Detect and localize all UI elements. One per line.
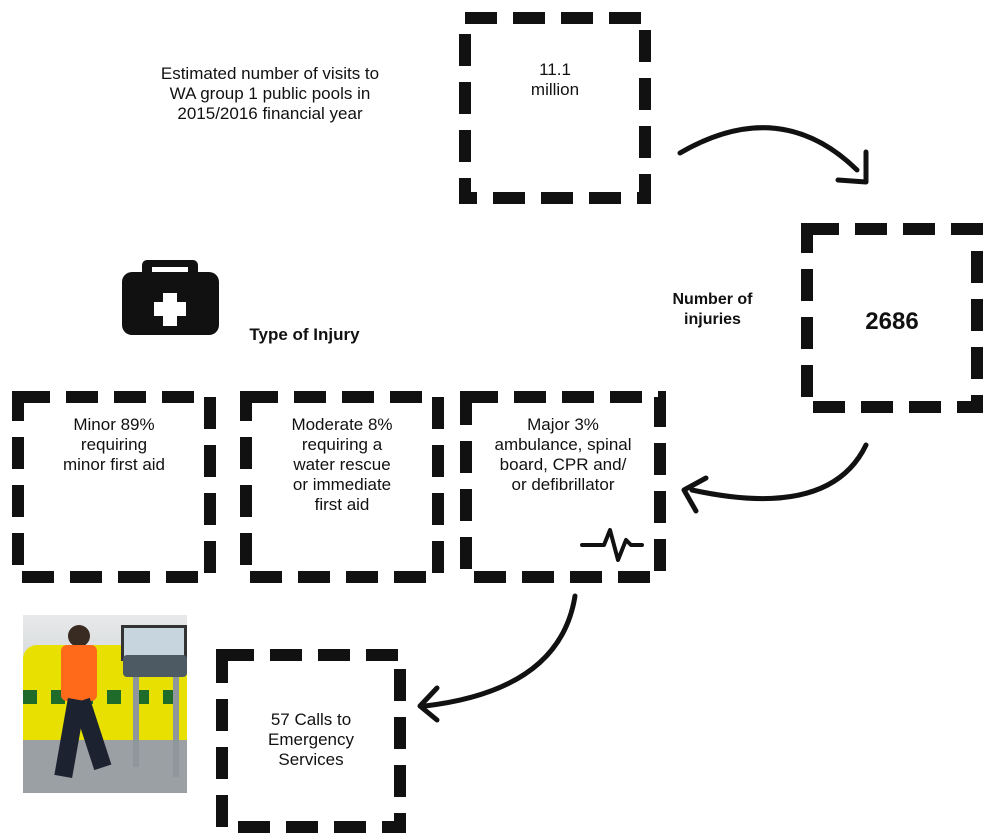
- arrow-major-to-calls: [417, 593, 578, 723]
- visits-value: 11.1 million: [530, 60, 580, 99]
- arrow-injuries-to-types: [681, 442, 869, 514]
- injuries-value: 2686: [865, 308, 919, 335]
- injury-type-title: Type of Injury: [249, 325, 360, 344]
- ambulance-photo: [23, 615, 187, 793]
- arrow-visits-to-injuries: [677, 125, 869, 185]
- category-major-text: Major 3% ambulance, spinal board, CPR an…: [494, 415, 632, 494]
- injuries-box: [801, 223, 983, 413]
- category-minor-text: Minor 89% requiring minor first aid: [62, 415, 166, 474]
- first-aid-kit-icon: [122, 260, 219, 335]
- category-box-moderate: [240, 391, 444, 583]
- visits-description: Estimated number of visits to WA group 1…: [160, 64, 380, 123]
- heartbeat-icon: [580, 528, 644, 562]
- category-moderate-text: Moderate 8% requiring a water rescue or …: [291, 415, 393, 514]
- visits-box: [459, 12, 651, 204]
- calls-text: 57 Calls to Emergency Services: [268, 710, 354, 769]
- category-box-major: [460, 391, 666, 583]
- calls-box: [216, 649, 406, 833]
- category-box-minor: [12, 391, 216, 583]
- injuries-label: Number of injuries: [672, 291, 753, 328]
